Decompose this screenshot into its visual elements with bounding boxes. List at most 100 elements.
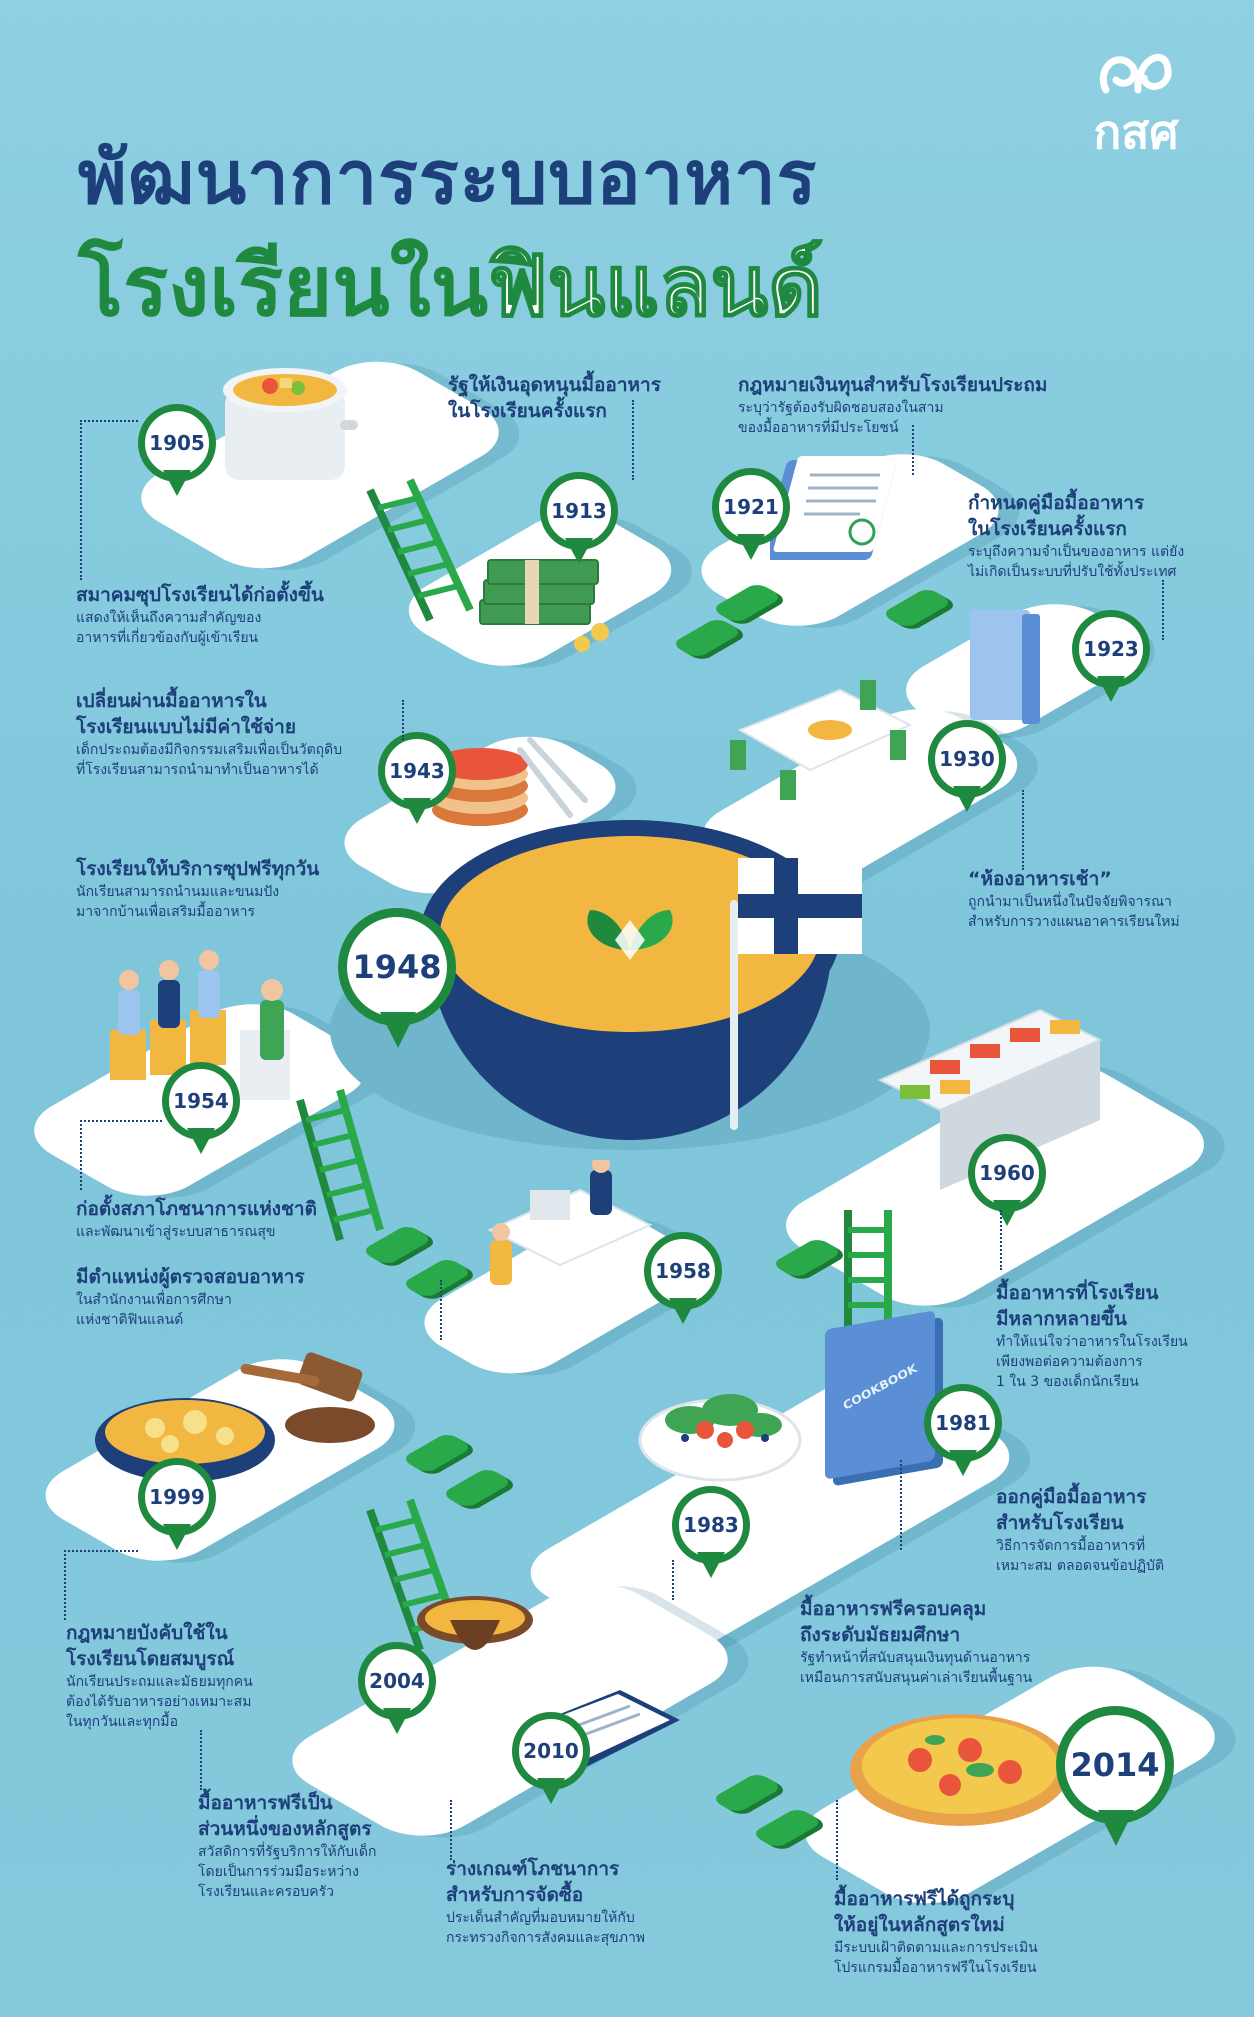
title-line-2-b: ฟินแลนด์ <box>487 236 823 336</box>
event-label-1983: มื้ออาหารฟรีครอบคลุม ถึงระดับมัธยมศึกษา … <box>800 1596 1120 1688</box>
year-pin-1905: 1905 <box>138 404 216 504</box>
event-desc: เพียงพอต่อความต้องการ <box>996 1354 1143 1370</box>
event-desc: ทำให้แน่ใจว่าอาหารในโรงเรียน <box>996 1334 1188 1350</box>
event-heading: โรงเรียนให้บริการซุปฟรีทุกวัน <box>76 858 320 880</box>
event-label-2004: มื้ออาหารฟรีเป็น ส่วนหนึ่งของหลักสูตร สว… <box>198 1790 458 1902</box>
cookbook-icon: COOKBOOK <box>825 1310 935 1480</box>
document-icon <box>770 456 898 560</box>
event-desc: สวัสดิการที่รัฐบริการให้กับเด็ก <box>198 1844 377 1860</box>
event-label-1960: มื้ออาหารที่โรงเรียน มีหลากหลายขึ้น ทำให… <box>996 1280 1236 1392</box>
logo-text: กสศ <box>1093 105 1179 159</box>
binder-icon <box>970 610 1040 724</box>
event-desc: ประเด็นสำคัญที่มอบหมายให้กับ <box>446 1910 635 1926</box>
connector <box>672 1560 674 1600</box>
title-line-1: พัฒนาการระบบอาหาร <box>78 135 818 221</box>
event-heading: ในโรงเรียนครั้งแรก <box>968 518 1127 540</box>
year-pin-1954: 1954 <box>162 1062 240 1162</box>
event-heading: “ห้องอาหารเช้า” <box>968 868 1112 890</box>
event-desc: โรงเรียนและครอบครัว <box>198 1884 335 1900</box>
soup-pot-icon <box>223 368 358 480</box>
event-desc: สำหรับการวางแผนอาคารเรียนใหม่ <box>968 914 1180 930</box>
event-heading: สำหรับโรงเรียน <box>996 1512 1124 1534</box>
event-label-1923: กำหนดคู่มือมื้ออาหาร ในโรงเรียนครั้งแรก … <box>968 490 1254 582</box>
event-desc: กระทรวงกิจการสังคมและสุขภาพ <box>446 1930 646 1946</box>
event-heading: กฎหมายเงินทุนสำหรับโรงเรียนประถม <box>738 374 1048 396</box>
stepping-stone <box>710 1771 784 1815</box>
connector <box>64 1550 138 1552</box>
event-heading: โรงเรียนโดยสมบูรณ์ <box>66 1648 235 1670</box>
year-pin-2014: 2014 <box>1056 1706 1176 1856</box>
logo: กสศ <box>1076 40 1196 169</box>
year-pin-1923: 1923 <box>1072 610 1150 710</box>
event-desc: ต้องได้รับอาหารอย่างเหมาะสม <box>66 1694 252 1710</box>
event-label-1905: สมาคมซุปโรงเรียนได้ก่อตั้งขึ้น แสดงให้เห… <box>76 582 406 648</box>
event-heading: ถึงระดับมัธยมศึกษา <box>800 1624 961 1646</box>
year-pin-1981: 1981 <box>924 1384 1002 1484</box>
year-pin-1960: 1960 <box>968 1134 1046 1234</box>
event-heading: รัฐให้เงินอุดหนุนมื้ออาหาร <box>448 374 661 396</box>
connector <box>632 400 634 480</box>
event-desc: ที่โรงเรียนสามารถนำมาทำเป็นอาหารได้ <box>76 762 319 778</box>
event-label-1981: ออกคู่มือมื้ออาหาร สำหรับโรงเรียน วิธีกา… <box>996 1484 1236 1576</box>
event-heading: กำหนดคู่มือมื้ออาหาร <box>968 492 1145 514</box>
event-label-2014: มื้ออาหารฟรีได้ถูกระบุ ให้อยู่ในหลักสูตร… <box>834 1886 1164 1978</box>
finland-flag-icon <box>738 858 862 954</box>
money-stack-icon <box>479 559 609 652</box>
event-label-1943: เปลี่ยนผ่านมื้ออาหารใน โรงเรียนแบบไม่มีค… <box>76 688 436 780</box>
connector <box>1162 580 1164 640</box>
pizza-icon <box>850 1714 1070 1826</box>
pancake-stack-icon <box>432 737 588 826</box>
flag-pole <box>730 900 738 1130</box>
event-heading: มื้ออาหารที่โรงเรียน <box>996 1282 1159 1304</box>
connector <box>80 1120 82 1190</box>
event-heading: มื้ออาหารฟรีครอบคลุม <box>800 1598 987 1620</box>
year-pin-1913: 1913 <box>540 472 618 572</box>
connector <box>900 1460 902 1550</box>
event-heading: ส่วนหนึ่งของหลักสูตร <box>198 1818 372 1840</box>
event-desc: ของมื้ออาหารที่มีประโยชน์ <box>738 420 899 436</box>
event-label-1921: กฎหมายเงินทุนสำหรับโรงเรียนประถม ระบุว่า… <box>738 372 1118 438</box>
event-desc: รัฐทำหน้าที่สนับสนุนเงินทุนด้านอาหาร <box>800 1650 1031 1666</box>
stepping-stone <box>670 616 744 660</box>
event-heading: มื้ออาหารฟรีได้ถูกระบุ <box>834 1888 1015 1910</box>
cookbook-label: COOKBOOK <box>841 1361 919 1413</box>
year-pin-1921: 1921 <box>712 468 790 568</box>
event-label-1999: กฎหมายบังคับใช้ใน โรงเรียนโดยสมบูรณ์ นัก… <box>66 1620 326 1732</box>
stepping-stone <box>880 586 954 630</box>
small-soup-bowl-icon <box>417 1596 533 1650</box>
event-heading: สำหรับการจัดซื้อ <box>446 1884 584 1906</box>
event-desc: แสดงให้เห็นถึงความสำคัญของ <box>76 610 262 626</box>
connector <box>450 1800 452 1860</box>
event-desc: วิธีการจัดการมื้ออาหารที่ <box>996 1538 1146 1554</box>
event-heading: มื้ออาหารฟรีเป็น <box>198 1792 333 1814</box>
event-desc: ถูกนำมาเป็นหนึ่งในปัจจัยพิจารณา <box>968 894 1172 910</box>
connector <box>440 1280 442 1340</box>
event-desc: ระบุถึงความจำเป็นของอาหาร แต่ยัง <box>968 544 1185 560</box>
logo-mark-icon <box>1099 54 1172 94</box>
event-desc: เหมือนการสนับสนุนค่าเล่าเรียนพื้นฐาน <box>800 1670 1033 1686</box>
event-heading: กฎหมายบังคับใช้ใน <box>66 1622 228 1644</box>
event-label-1948: โรงเรียนให้บริการซุปฟรีทุกวัน นักเรียนสา… <box>76 856 416 922</box>
event-heading: สมาคมซุปโรงเรียนได้ก่อตั้งขึ้น <box>76 584 324 606</box>
year-pin-1958: 1958 <box>644 1232 722 1332</box>
year-pin-1930: 1930 <box>928 720 1006 820</box>
year-pin-1943: 1943 <box>378 732 456 832</box>
event-desc: นักเรียนประถมและมัธยมทุกคน <box>66 1674 253 1690</box>
title-line-2: โรงเรียนในฟินแลนด์ <box>78 218 824 352</box>
year-pin-1999: 1999 <box>138 1458 216 1558</box>
leaf-garnish-icon <box>587 910 673 960</box>
event-label-1954: ก่อตั้งสภาโภชนาการแห่งชาติ และพัฒนาเข้าส… <box>76 1196 406 1242</box>
event-heading: มีหลากหลายขึ้น <box>996 1308 1127 1330</box>
event-desc: มีระบบเฝ้าติดตามและการประเมิน <box>834 1940 1038 1956</box>
casserole-icon <box>95 1398 275 1482</box>
connector <box>912 425 914 475</box>
year-pin-2004: 2004 <box>358 1642 436 1742</box>
year-pin-2010: 2010 <box>512 1712 590 1812</box>
event-heading: ในโรงเรียนครั้งแรก <box>448 400 607 422</box>
event-desc: โปรแกรมมื้ออาหารฟรีในโรงเรียน <box>834 1960 1037 1976</box>
event-desc: และพัฒนาเข้าสู่ระบบสาธารณสุข <box>76 1224 276 1240</box>
event-desc: อาหารที่เกี่ยวข้องกับผู้เข้าเรียน <box>76 630 259 646</box>
event-label-1958: มีตำแหน่งผู้ตรวจสอบอาหาร ในสำนักงานเพื่อ… <box>76 1264 406 1330</box>
event-heading: เปลี่ยนผ่านมื้ออาหารใน <box>76 690 267 712</box>
year-pin-1983: 1983 <box>672 1486 750 1586</box>
